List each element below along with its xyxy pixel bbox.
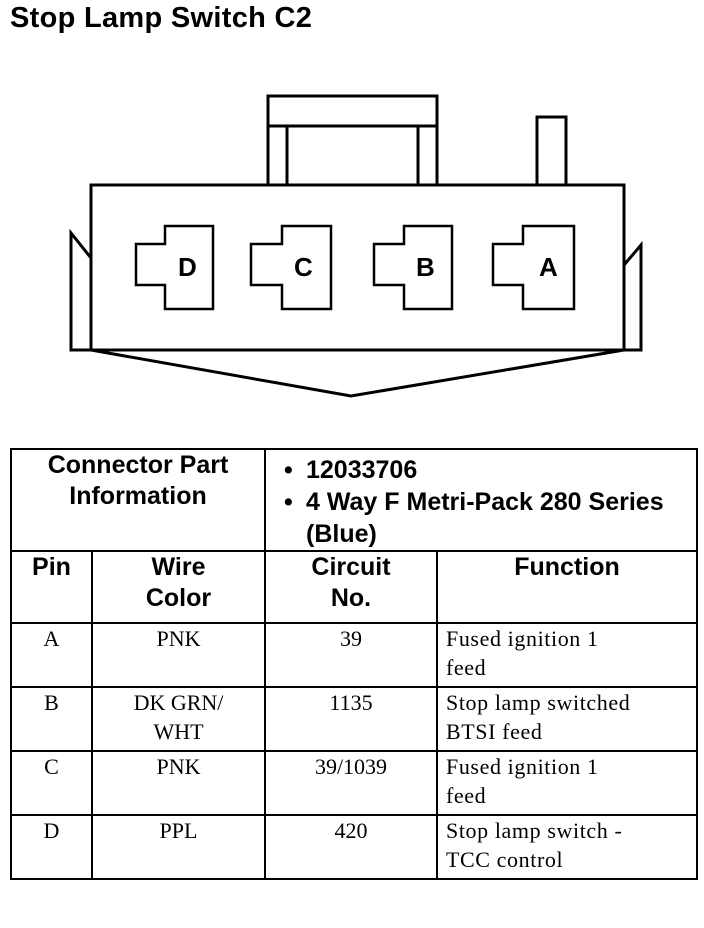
right-lock-wedge	[622, 240, 643, 352]
connector-key-tab	[535, 115, 568, 185]
connector-latch	[266, 94, 439, 185]
bullet-icon: •	[284, 488, 293, 516]
connector-chevron	[90, 348, 625, 398]
connector-body	[89, 183, 626, 352]
cavity-B	[372, 224, 454, 311]
connector-diagram: D C B A	[69, 94, 643, 398]
bullet-icon: •	[284, 456, 293, 484]
cavity-A	[491, 224, 576, 311]
pin-cell: B	[10, 686, 93, 752]
cavity-label-B: B	[416, 252, 435, 282]
part-info-values: • 12033706 • 4 Way F Metri-Pack 280 Seri…	[264, 448, 698, 552]
circuit-cell: 39/1039	[264, 750, 438, 816]
function-cell: Fused ignition 1 feed	[436, 622, 698, 688]
table-row: B DK GRN/ WHT 1135 Stop lamp switched BT…	[10, 686, 698, 752]
left-lock-wedge	[69, 228, 93, 352]
column-header-row: Pin Wire Color Circuit No. Function	[10, 550, 698, 624]
header-wire-color: Wire Color	[91, 550, 266, 624]
connector-info-table: Connector Part Information • 12033706 • …	[10, 448, 698, 880]
table-row: A PNK 39 Fused ignition 1 feed	[10, 622, 698, 688]
part-series-item: • 4 Way F Metri-Pack 280 Series (Blue)	[284, 488, 664, 548]
circuit-cell: 1135	[264, 686, 438, 752]
part-number-item: • 12033706	[284, 456, 418, 484]
wire-color-cell: PPL	[91, 814, 266, 880]
function-cell: Stop lamp switched BTSI feed	[436, 686, 698, 752]
function-cell: Stop lamp switch - TCC control	[436, 814, 698, 880]
header-function: Function	[436, 550, 698, 624]
cavity-label-D: D	[178, 252, 197, 282]
pin-cell: A	[10, 622, 93, 688]
circuit-cell: 39	[264, 622, 438, 688]
page-title: Stop Lamp Switch C2	[10, 2, 313, 34]
part-info-label: Connector Part Information	[10, 448, 266, 552]
part-info-row: Connector Part Information • 12033706 • …	[10, 448, 698, 552]
cavity-D	[134, 224, 215, 311]
pin-cell: D	[10, 814, 93, 880]
table-row: D PPL 420 Stop lamp switch - TCC control	[10, 814, 698, 880]
cavity-C	[249, 224, 333, 311]
wire-color-cell: PNK	[91, 750, 266, 816]
header-circuit-no: Circuit No.	[264, 550, 438, 624]
table-row: C PNK 39/1039 Fused ignition 1 feed	[10, 750, 698, 816]
circuit-cell: 420	[264, 814, 438, 880]
cavity-label-A: A	[539, 252, 558, 282]
function-cell: Fused ignition 1 feed	[436, 750, 698, 816]
wire-color-cell: PNK	[91, 622, 266, 688]
pin-cell: C	[10, 750, 93, 816]
cavity-label-C: C	[294, 252, 313, 282]
wire-color-cell: DK GRN/ WHT	[91, 686, 266, 752]
header-pin: Pin	[10, 550, 93, 624]
